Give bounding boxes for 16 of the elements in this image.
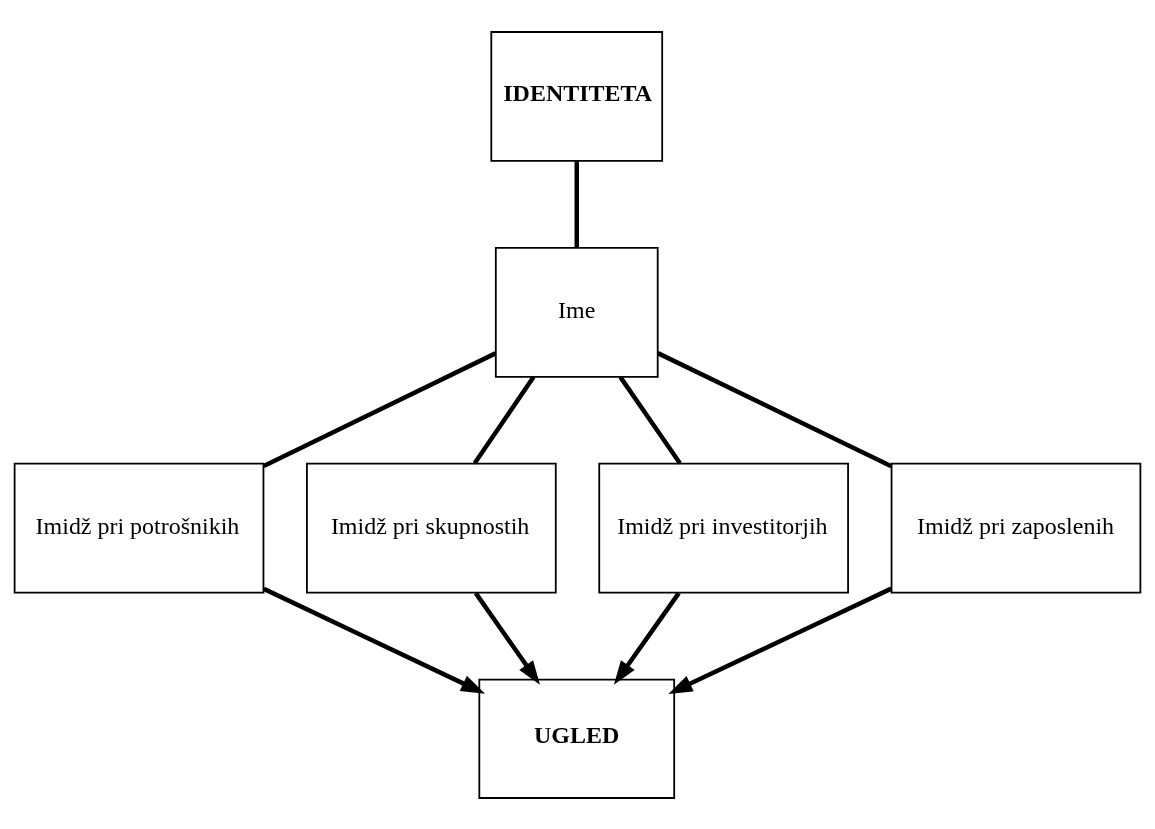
node-box: UGLED [478, 678, 676, 799]
arrow [668, 586, 893, 694]
node-box: Imidž pri skupnostih [306, 462, 557, 594]
connector [262, 350, 497, 468]
arrow [613, 591, 681, 685]
connector [618, 375, 682, 465]
arrow [262, 586, 486, 694]
node-box: IDENTITETA [490, 30, 664, 162]
connector [472, 375, 536, 465]
arrow [473, 591, 540, 685]
node-box: Imidž pri zaposlenih [890, 462, 1142, 594]
connector [574, 160, 579, 247]
connector [656, 350, 893, 468]
node-box: Ime [494, 246, 659, 378]
node-box: Imidž pri potrošnikih [13, 462, 265, 594]
node-box: Imidž pri investitorjih [598, 462, 849, 594]
